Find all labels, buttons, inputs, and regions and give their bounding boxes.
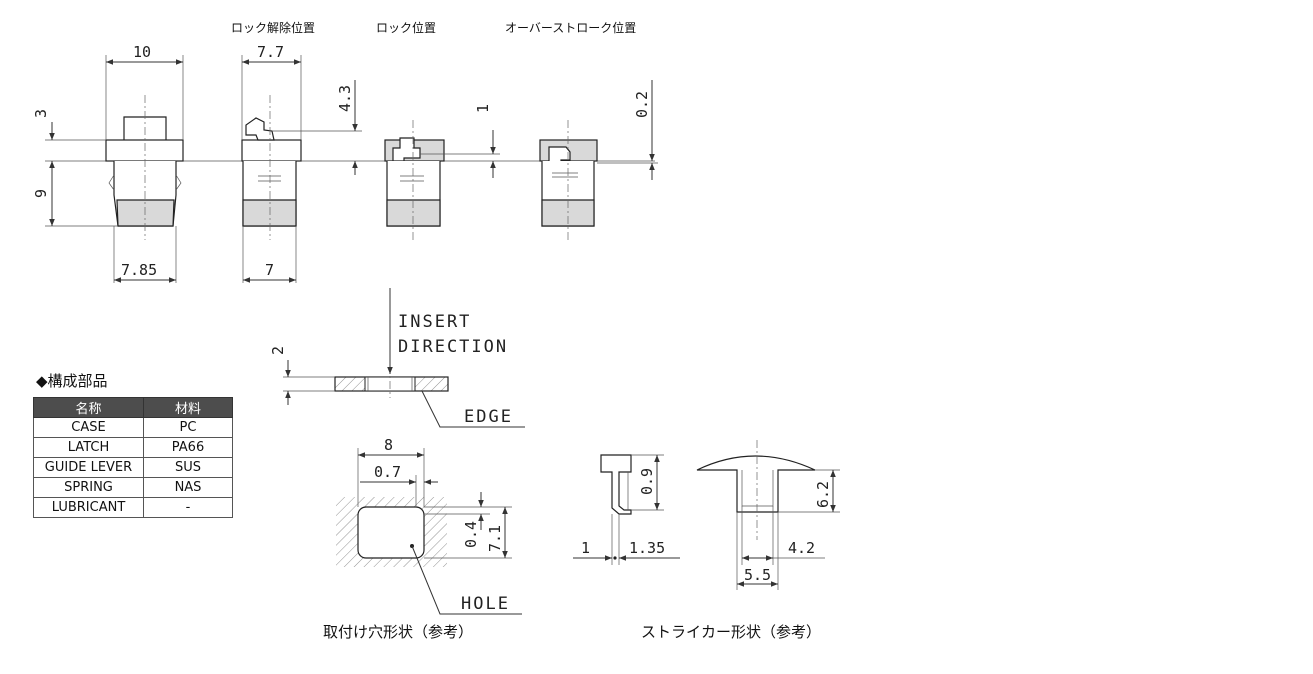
- part-name: LUBRICANT: [33, 497, 144, 518]
- dim-unlock-width: 7.7: [257, 43, 284, 61]
- label-hole: HOLE: [461, 594, 510, 614]
- dim-striker-width: 1.35: [629, 539, 665, 557]
- latch-lock-view: [384, 120, 445, 240]
- dim-striker-inner: 4.2: [788, 539, 815, 557]
- heading-unlock: ロック解除位置: [231, 20, 315, 35]
- part-material: PC: [143, 417, 233, 438]
- caption-striker-shape: ストライカー形状（参考）: [641, 623, 821, 641]
- table-row: LATCH PA66: [33, 437, 233, 458]
- latch-overstroke-view: [539, 120, 598, 240]
- dim-striker-plate: 1: [581, 539, 590, 557]
- dim-striker-height: 6.2: [814, 481, 832, 508]
- label-edge: EDGE: [464, 407, 513, 427]
- dim-hole-height: 7.1: [486, 525, 504, 552]
- plate-section: [334, 365, 449, 398]
- dim-bottom-width: 7.85: [121, 261, 157, 279]
- dim-plate-thickness: 2: [269, 346, 287, 355]
- striker-front-view: [696, 440, 816, 540]
- part-material: NAS: [143, 477, 233, 498]
- latch-unlock-view: [241, 95, 302, 240]
- parts-header-row: 名称 材料: [33, 397, 233, 418]
- table-row: GUIDE LEVER SUS: [33, 457, 233, 478]
- dim-unlock-bottom: 7: [265, 261, 274, 279]
- part-name: GUIDE LEVER: [33, 457, 144, 478]
- heading-overstroke: オーバーストローク位置: [505, 20, 636, 35]
- dim-striker-hook: 0.9: [638, 468, 656, 495]
- table-row: LUBRICANT -: [33, 497, 233, 518]
- label-insert: INSERT: [398, 312, 471, 332]
- dim-body-height: 9: [32, 189, 50, 198]
- part-material: SUS: [143, 457, 233, 478]
- dim-striker-outer: 5.5: [744, 566, 771, 584]
- dim-lock-offset: 1: [474, 104, 492, 113]
- table-row: SPRING NAS: [33, 477, 233, 498]
- part-material: -: [143, 497, 233, 518]
- dim-hole-radius: 0.7: [374, 463, 401, 481]
- dim-hole-width: 8: [384, 436, 393, 454]
- dim-over-offset: 0.2: [633, 91, 651, 118]
- parts-table: 名称 材料 CASE PC LATCH PA66 GUIDE LEVER SUS…: [33, 397, 233, 518]
- part-name: CASE: [33, 417, 144, 438]
- dim-unlock-lift: 4.3: [336, 85, 354, 112]
- mounting-hole: [336, 497, 447, 567]
- header-name: 名称: [33, 397, 144, 418]
- latch-front-view: [105, 95, 184, 240]
- striker-side-view: [600, 454, 632, 515]
- heading-lock: ロック位置: [376, 20, 436, 35]
- caption-hole-shape: 取付け穴形状（参考）: [323, 623, 473, 641]
- part-name: SPRING: [33, 477, 144, 498]
- parts-title: ◆構成部品: [36, 372, 108, 390]
- dim-top-height: 3: [32, 109, 50, 118]
- header-material: 材料: [143, 397, 233, 418]
- dim-top-width: 10: [133, 43, 151, 61]
- part-material: PA66: [143, 437, 233, 458]
- label-direction: DIRECTION: [398, 337, 508, 357]
- dim-hole-corner: 0.4: [462, 521, 480, 548]
- table-row: CASE PC: [33, 417, 233, 438]
- part-name: LATCH: [33, 437, 144, 458]
